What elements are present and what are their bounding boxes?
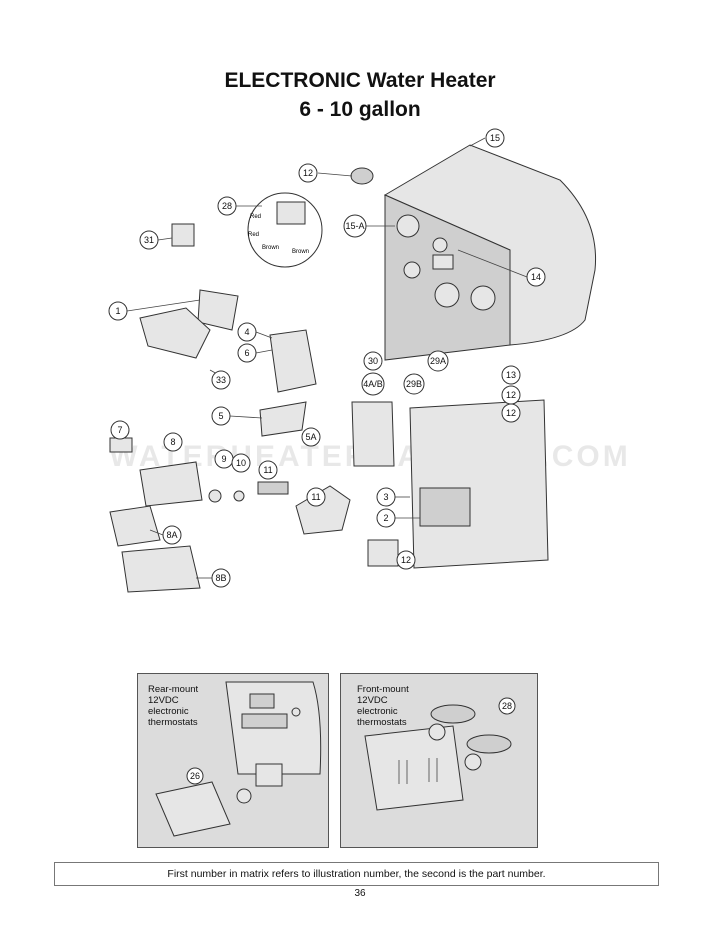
tank-part <box>383 144 597 361</box>
svg-text:12: 12 <box>303 168 313 178</box>
callout-5: 5 <box>211 406 231 426</box>
callout-8b: 8B <box>211 568 231 588</box>
svg-text:29B: 29B <box>406 379 422 389</box>
callout-6: 6 <box>237 343 257 363</box>
callout-14: 14 <box>526 267 546 287</box>
svg-text:12: 12 <box>506 408 516 418</box>
svg-text:2: 2 <box>383 513 388 523</box>
svg-text:10: 10 <box>236 458 246 468</box>
callout-31: 31 <box>139 230 159 250</box>
callout-5a: 5A <box>301 427 321 447</box>
wire-label-red-1: Red <box>250 214 261 220</box>
callout-26: 26 <box>186 767 204 785</box>
svg-text:5A: 5A <box>305 432 316 442</box>
wire-label-red-2: Red <box>248 232 259 238</box>
small-parts <box>109 167 549 593</box>
callout-4: 4 <box>237 322 257 342</box>
svg-text:4A/B: 4A/B <box>363 379 383 389</box>
svg-text:30: 30 <box>368 356 378 366</box>
svg-text:4: 4 <box>244 327 249 337</box>
callout-12-right-2: 12 <box>501 403 521 423</box>
wire-label-brown-1: Brown <box>262 245 279 251</box>
footer-note: First number in matrix refers to illustr… <box>54 862 659 886</box>
svg-text:31: 31 <box>144 235 154 245</box>
svg-text:15: 15 <box>490 133 500 143</box>
svg-text:29A: 29A <box>430 356 446 366</box>
svg-text:8: 8 <box>170 437 175 447</box>
svg-text:7: 7 <box>117 425 122 435</box>
exploded-diagram: Red Red Brown Brown <box>108 128 597 593</box>
inset-front-mount-label: Front-mount 12VDC electronic thermostats <box>357 684 409 728</box>
callout-2: 2 <box>376 508 396 528</box>
callout-9: 9 <box>214 449 234 469</box>
svg-text:14: 14 <box>531 272 541 282</box>
callout-15a: 15-A <box>343 214 367 238</box>
svg-text:5: 5 <box>218 411 223 421</box>
callout-4ab: 4A/B <box>361 372 385 396</box>
inset-front-mount-drawing: 28 <box>364 697 516 811</box>
callout-15: 15 <box>485 128 505 148</box>
title-line-1: ELECTRONIC Water Heater <box>224 69 496 92</box>
leader-lines <box>126 137 528 579</box>
inset-rear-mount: Rear-mount 12VDC electronic thermostats … <box>137 673 329 848</box>
svg-text:8A: 8A <box>166 530 177 540</box>
svg-text:3: 3 <box>383 492 388 502</box>
svg-text:28: 28 <box>222 201 232 211</box>
callout-30: 30 <box>363 351 383 371</box>
callout-33: 33 <box>211 370 231 390</box>
svg-text:15-A: 15-A <box>345 221 364 231</box>
svg-text:12: 12 <box>401 555 411 565</box>
svg-text:8B: 8B <box>215 573 226 583</box>
wire-label-brown-2: Brown <box>292 249 309 255</box>
callout-13: 13 <box>501 365 521 385</box>
svg-text:1: 1 <box>115 306 120 316</box>
svg-text:26: 26 <box>190 771 200 781</box>
callout-12-top: 12 <box>298 163 318 183</box>
svg-text:11: 11 <box>311 492 320 502</box>
svg-text:11: 11 <box>263 465 272 475</box>
svg-text:12: 12 <box>506 390 516 400</box>
svg-text:13: 13 <box>506 370 516 380</box>
callout-28: 28 <box>217 196 237 216</box>
callout-11-right: 11 <box>306 487 326 507</box>
inset-front-mount: Front-mount 12VDC electronic thermostats… <box>340 673 538 848</box>
callout-10: 10 <box>231 453 251 473</box>
svg-text:28: 28 <box>502 701 512 711</box>
svg-text:6: 6 <box>244 348 249 358</box>
inset-rear-mount-drawing: 26 <box>155 681 322 837</box>
callout-11-left: 11 <box>258 460 278 480</box>
callout-1: 1 <box>108 301 128 321</box>
thermostat-bubble: Red Red Brown Brown <box>247 192 323 268</box>
svg-text:33: 33 <box>216 375 226 385</box>
page-number: 36 <box>354 888 366 899</box>
callout-29b: 29B <box>403 373 425 395</box>
callout-7: 7 <box>110 420 130 440</box>
callout-28-inset: 28 <box>498 697 516 715</box>
callout-8a: 8A <box>162 525 182 545</box>
callout-3: 3 <box>376 487 396 507</box>
inset-rear-mount-label: Rear-mount 12VDC electronic thermostats <box>148 684 199 728</box>
callout-8: 8 <box>163 432 183 452</box>
title-line-2: 6 - 10 gallon <box>299 98 421 121</box>
svg-text:9: 9 <box>221 454 226 464</box>
callout-12-right-1: 12 <box>501 385 521 405</box>
callout-29a: 29A <box>427 350 449 372</box>
callout-12-bottom: 12 <box>396 550 416 570</box>
